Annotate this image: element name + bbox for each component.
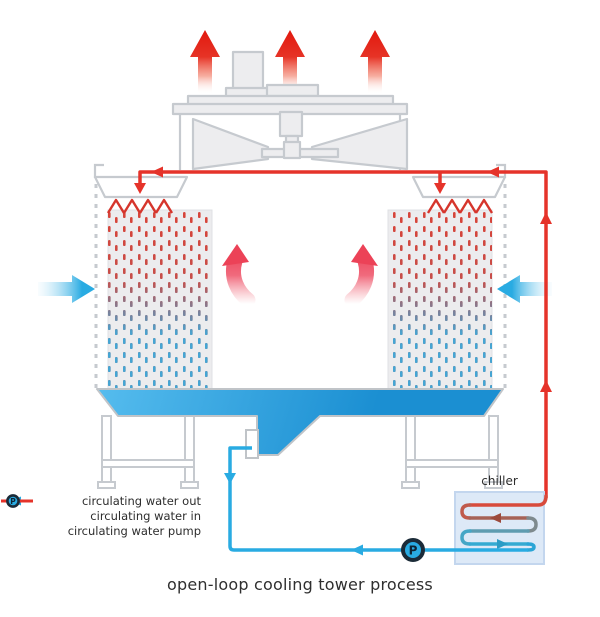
warm-air-arrow-right <box>344 244 378 308</box>
basin-outlet <box>245 429 259 459</box>
pipe-arrow-left <box>151 166 163 178</box>
fan-motor <box>231 50 265 94</box>
chiller-label: chiller <box>481 474 518 488</box>
hot-air-arrow <box>360 30 390 94</box>
hot-air-arrow <box>190 30 220 94</box>
pump-letter: P <box>409 544 418 558</box>
fill-pack-left <box>107 209 213 391</box>
hot-air-arrow <box>275 30 305 94</box>
fan-blade-right <box>310 117 409 171</box>
diagram-title: open-loop cooling tower process <box>167 575 433 594</box>
casing-corner-left <box>93 163 104 178</box>
fill-pack-right <box>387 209 493 391</box>
legend-label: circulating water out <box>81 494 201 508</box>
cold-water-pipe-arrows <box>224 473 363 556</box>
pipe-arrow-down <box>134 183 146 194</box>
pipe-arrow-down <box>224 473 236 484</box>
pipe-arrow-up <box>540 212 552 224</box>
pump-icon: P <box>401 538 425 562</box>
fan-hub <box>282 140 302 160</box>
fan-blade-left <box>191 117 270 171</box>
pipe-arrow-left <box>487 166 499 178</box>
distribution-basin-right <box>411 175 507 199</box>
warm-air-arrow-left <box>222 244 256 308</box>
pipe-arrow-down <box>434 183 446 194</box>
spray-nozzles-right <box>426 198 494 214</box>
hot-water-pipe-arrows <box>134 166 552 392</box>
chiller-coil-arrows <box>490 513 508 549</box>
fan-assembly <box>171 50 409 171</box>
chiller-box <box>454 491 545 565</box>
pump-legend-icon: P <box>6 494 20 508</box>
hot-air-arrows <box>190 30 390 94</box>
water-basin <box>96 388 504 456</box>
legend-row-water-in: circulating water in <box>0 496 206 523</box>
pipe-arrow-left <box>351 544 363 556</box>
cold-water-pipe <box>228 446 528 552</box>
spray-nozzles-left <box>106 198 174 214</box>
svg-text:P: P <box>10 497 16 506</box>
fan-gearbox-top <box>265 83 320 98</box>
legend-label: circulating water pump <box>67 524 201 538</box>
fan-shaft <box>278 110 304 138</box>
support-stand-left <box>97 415 199 489</box>
air-in-arrow-right <box>497 275 552 303</box>
legend: circulating water out circulating water … <box>0 494 206 538</box>
air-in-arrow-left <box>38 275 95 303</box>
pipe-arrow-up <box>540 380 552 392</box>
legend-label: circulating water in <box>90 509 201 523</box>
support-stand-right <box>401 415 503 489</box>
legend-row-pump: circulating water pump P <box>0 494 206 538</box>
